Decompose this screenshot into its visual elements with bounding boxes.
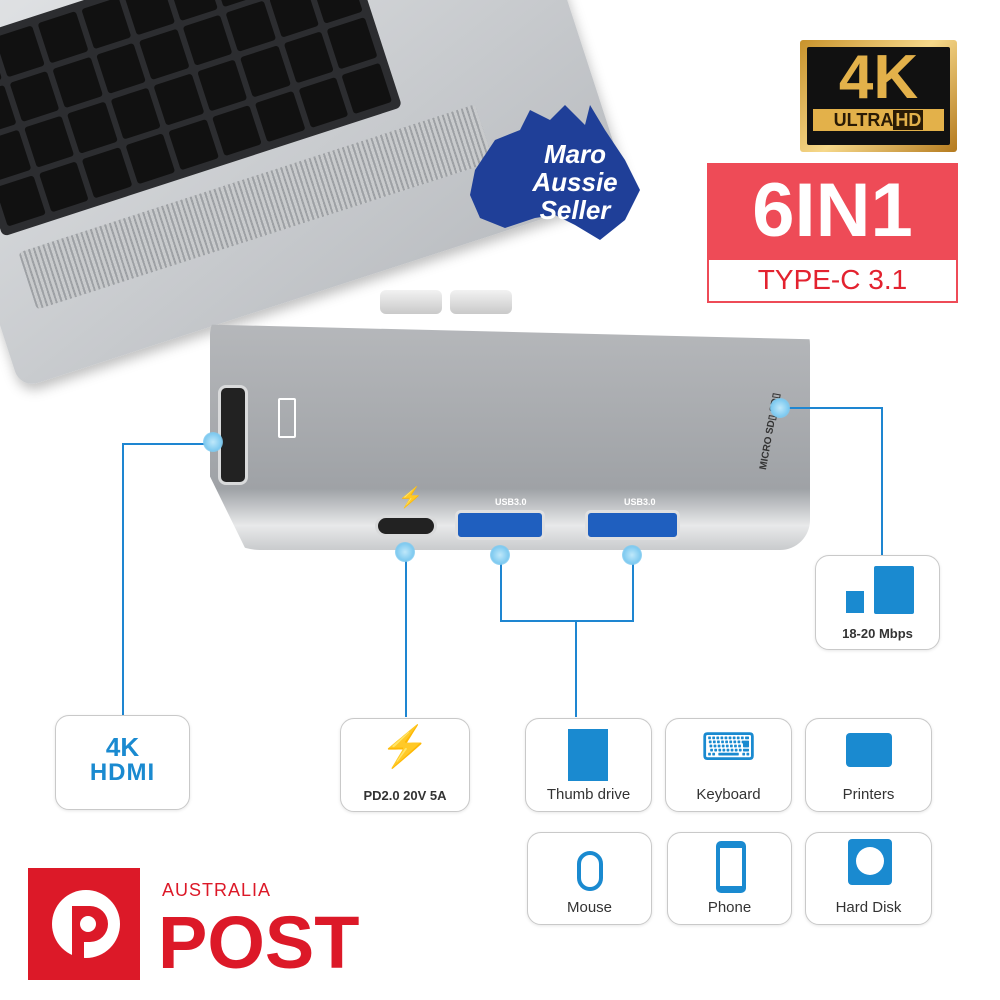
device-phone: Phone <box>667 832 792 925</box>
connector-line <box>122 443 214 445</box>
usb-port-marker <box>622 545 642 565</box>
lightning-icon: ⚡ <box>380 725 430 769</box>
hd-text: HD <box>893 110 924 130</box>
device-keyboard: ⌨ Keyboard <box>665 718 792 812</box>
connector-line <box>500 620 634 622</box>
australia-map-icon <box>470 105 640 240</box>
device-mouse: Mouse <box>527 832 652 925</box>
usb3-port <box>455 510 545 540</box>
mouse-icon <box>577 851 603 891</box>
usb-port-label: USB3.0 <box>495 497 527 507</box>
usb3-port <box>585 510 680 540</box>
post-logo-post: POST <box>158 901 360 984</box>
device-thumb-drive: Thumb drive <box>525 718 652 812</box>
sd-feature-box: 18-20 Mbps <box>815 555 940 650</box>
usb-c-plug <box>380 290 442 314</box>
device-label: Thumb drive <box>546 786 631 803</box>
seller-badge-text: Maro Aussie Seller <box>505 140 645 224</box>
lightning-icon: ⚡ <box>398 487 423 509</box>
hdmi-text: HDMI <box>89 759 156 786</box>
connector-line <box>881 407 883 555</box>
hdmi-feature-box: 4K HDMI <box>55 715 190 810</box>
australia-post-logo-icon <box>28 868 140 980</box>
device-hard-disk: Hard Disk <box>805 832 932 925</box>
pd-feature-box: ⚡ PD2.0 20V 5A <box>340 718 470 812</box>
usb-port-label: USB3.0 <box>624 497 656 507</box>
hard-disk-icon <box>848 839 892 885</box>
pd-port-marker <box>395 542 415 562</box>
micro-sd-icon <box>846 591 864 613</box>
seller-name: Maro <box>543 139 607 169</box>
connector-line <box>405 555 407 717</box>
device-printers: Printers <box>805 718 932 812</box>
connector-line <box>500 558 502 621</box>
device-label: Keyboard <box>696 786 761 803</box>
keyboard-icon: ⌨ <box>701 727 756 769</box>
phone-icon <box>716 841 746 893</box>
4k-text: 4K <box>838 43 919 112</box>
pd-label: PD2.0 20V 5A <box>363 788 447 803</box>
connector-line <box>780 407 882 409</box>
printer-icon <box>846 733 892 767</box>
usb-port-marker <box>490 545 510 565</box>
seller-tagline: Aussie Seller <box>532 167 618 225</box>
device-label: Printers <box>842 786 895 803</box>
product-title: 6IN1 <box>707 163 958 258</box>
connector-line <box>575 620 577 717</box>
connector-line <box>122 443 124 715</box>
display-icon <box>278 398 296 438</box>
hdmi-4k-text: 4K <box>105 732 140 762</box>
device-label: Mouse <box>566 899 613 916</box>
sd-port-marker <box>770 398 790 418</box>
hdmi-port-marker <box>203 432 223 452</box>
hdmi-port <box>218 385 248 485</box>
sd-card-icon <box>874 566 914 614</box>
ultra-text: ULTRA <box>833 110 894 130</box>
device-label: Phone <box>707 899 752 916</box>
usb-drive-icon <box>568 729 608 781</box>
sd-speed-label: 18-20 Mbps <box>842 626 913 641</box>
usb-c-port <box>375 515 437 537</box>
product-subtitle: TYPE-C 3.1 <box>707 258 958 303</box>
post-logo-australia: AUSTRALIA <box>162 880 272 900</box>
connector-line <box>632 558 634 621</box>
device-label: Hard Disk <box>835 899 902 916</box>
usb-c-plug <box>450 290 512 314</box>
